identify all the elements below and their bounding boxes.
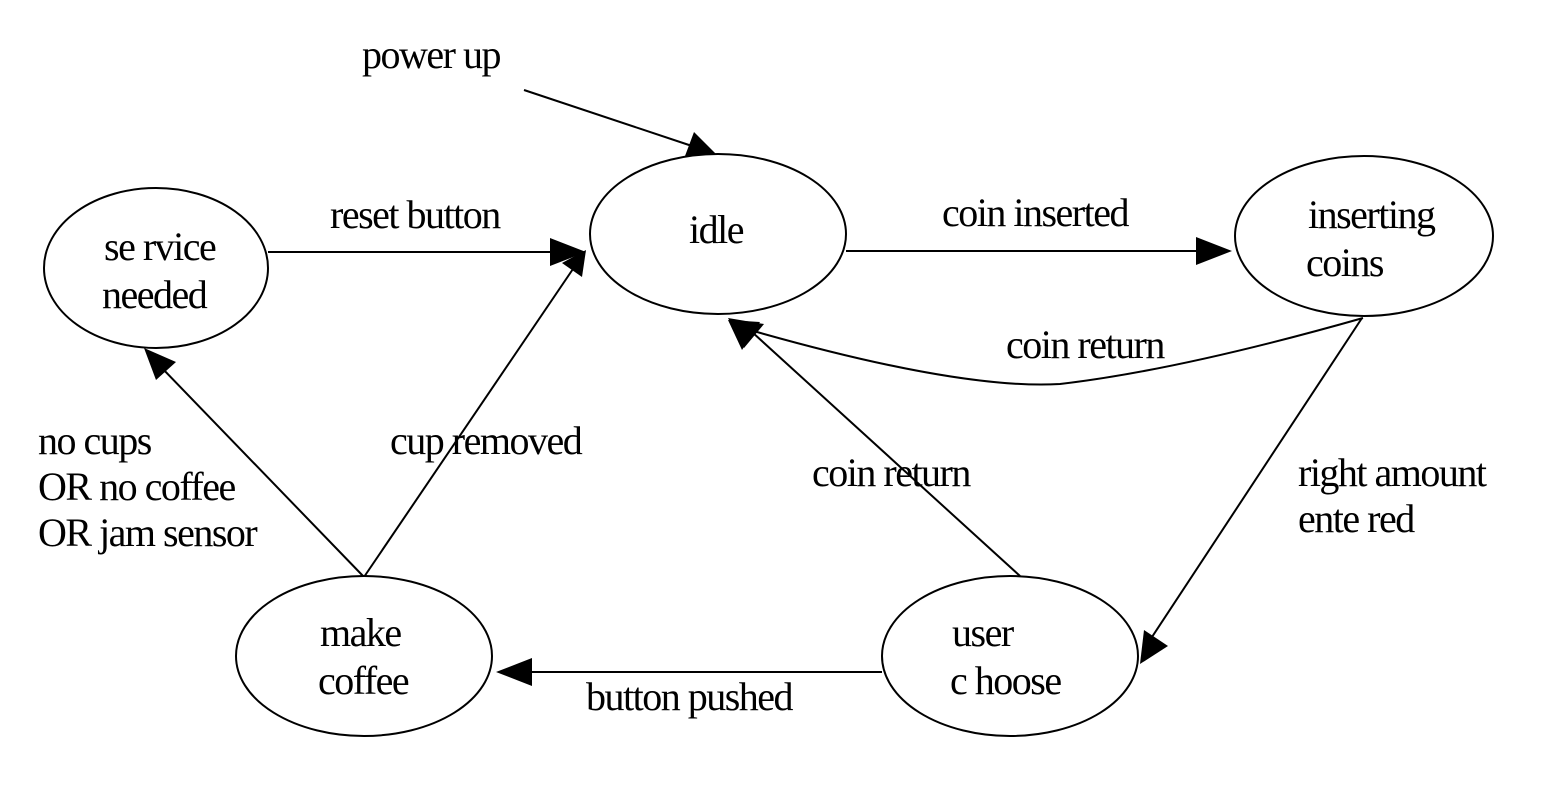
state-inserting-coins-ellipse xyxy=(1234,155,1494,317)
label-power-up: power up xyxy=(362,32,500,77)
label-reset-button: reset button xyxy=(330,192,501,237)
arrowhead-coin-inserted xyxy=(1196,237,1232,265)
label-coin-return-user: coin return xyxy=(812,450,971,495)
arrowhead-cup-removed xyxy=(562,250,586,277)
arrowhead-fault xyxy=(144,348,176,380)
edge-cup-removed xyxy=(363,265,576,578)
state-make-coffee-ellipse xyxy=(235,575,493,737)
state-service-needed-label-line2: needed xyxy=(102,272,208,317)
state-service-needed: se rvice needed xyxy=(43,187,269,349)
state-user-choose-ellipse xyxy=(881,575,1139,737)
label-fault-line3: OR jam sensor xyxy=(38,510,257,555)
edge-power-up xyxy=(523,89,693,147)
label-coin-inserted: coin inserted xyxy=(942,190,1129,235)
edge-right-amount-entered xyxy=(1149,317,1363,641)
label-cup-removed: cup removed xyxy=(390,418,583,463)
edges xyxy=(144,89,1364,686)
state-user-choose: user c hoose xyxy=(881,575,1139,737)
state-user-choose-label-line2: c hoose xyxy=(950,658,1061,703)
arrowhead-button-pushed xyxy=(496,658,532,686)
label-fault-line1: no cups xyxy=(38,418,152,463)
state-user-choose-label-line1: user xyxy=(952,610,1014,655)
label-right-amount-entered-line2: ente red xyxy=(1298,496,1415,541)
label-button-pushed: button pushed xyxy=(586,674,794,719)
state-service-needed-ellipse xyxy=(43,187,269,349)
label-right-amount-entered-line1: right amount xyxy=(1298,450,1487,495)
arrowhead-reset-button xyxy=(550,238,586,266)
edge-coin-return-inserting xyxy=(749,317,1364,386)
state-make-coffee-label-line1: make xyxy=(320,610,401,655)
state-inserting-coins-label-line2: coins xyxy=(1306,240,1384,285)
state-inserting-coins: inserting coins xyxy=(1234,155,1494,317)
state-idle-ellipse xyxy=(589,153,847,315)
state-idle-label: idle xyxy=(689,207,744,252)
transition-labels: power up reset button coin inserted coin… xyxy=(38,32,1488,719)
state-make-coffee-label-line2: coffee xyxy=(318,658,409,703)
label-coin-return-inserting: coin return xyxy=(1006,322,1165,367)
arrowhead-power-up xyxy=(685,132,716,156)
arrowhead-right-amount-entered xyxy=(1140,630,1168,664)
edge-fault xyxy=(159,365,365,578)
edge-coin-return-user xyxy=(751,331,1021,577)
label-fault-line2: OR no coffee xyxy=(38,464,235,509)
state-inserting-coins-label-line1: inserting xyxy=(1308,192,1436,237)
state-make-coffee: make coffee xyxy=(235,575,493,737)
state-idle: idle xyxy=(589,153,847,315)
state-service-needed-label-line1: se rvice xyxy=(104,224,216,269)
arrowhead-coin-return-user xyxy=(728,318,764,348)
